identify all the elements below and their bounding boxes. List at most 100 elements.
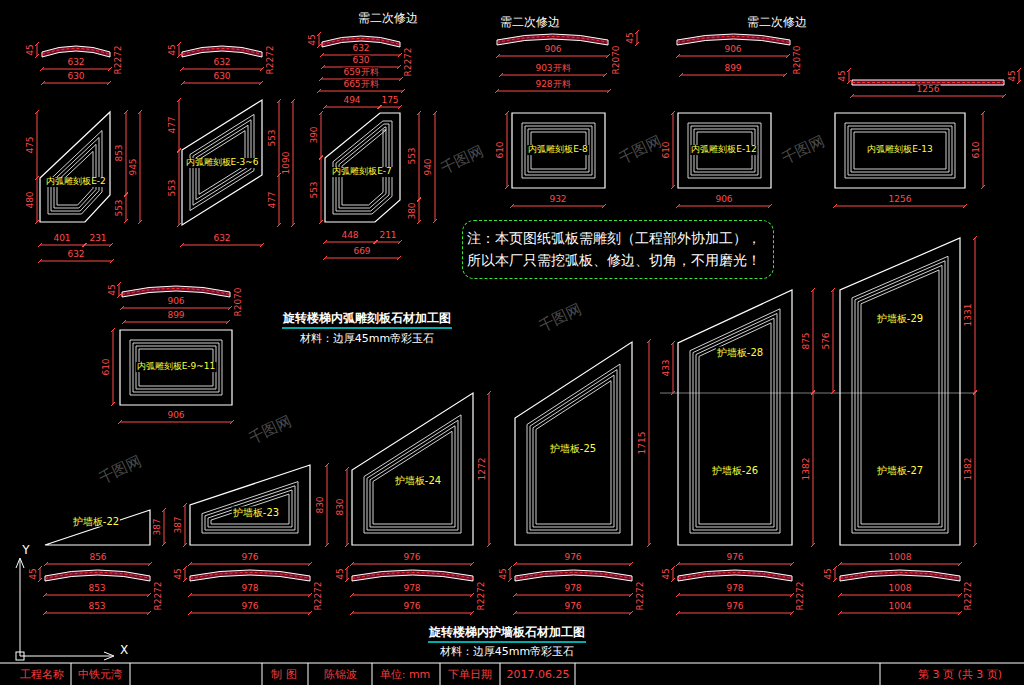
dimension: 978 [402, 584, 421, 593]
dimension-tick [790, 611, 794, 615]
dimension-line [515, 613, 631, 614]
dimension-tick [981, 111, 985, 115]
dimension: 830 [336, 497, 345, 516]
carved-profile [688, 123, 761, 178]
dimension-tick [180, 243, 184, 247]
dimension-tick [417, 197, 421, 201]
dimension-tick [183, 503, 187, 507]
dimension-tick [838, 611, 842, 615]
dimension-tick [260, 243, 264, 247]
dimension: 45 [662, 567, 671, 580]
dimension-tick [603, 73, 607, 77]
stone-panel: 护墙板-24 [352, 393, 473, 545]
dimension-tick [397, 65, 401, 69]
dimension: 45 [174, 567, 183, 580]
dimension-tick [831, 390, 835, 394]
dimension-line [37, 44, 38, 56]
dimension-tick [470, 611, 474, 615]
carved-profile [858, 265, 942, 527]
dimension: R2272 [964, 580, 973, 611]
note-box: 注：本页图纸弧板需雕刻（工程部外协加工）， 所以本厂只需挖弧板、修边、切角，不用… [462, 220, 774, 279]
carved-profile [696, 318, 774, 527]
dimension-line [637, 32, 638, 44]
title-block-line [308, 663, 309, 685]
dimension-tick [398, 240, 402, 244]
dimension-line [140, 112, 141, 222]
panel-edge [840, 238, 960, 545]
dimension: 906 [714, 195, 733, 204]
dimension-tick [117, 294, 121, 298]
title-block-line [130, 663, 131, 685]
dimension-tick [38, 259, 42, 263]
dimension-line [325, 107, 379, 108]
dimension-tick [487, 543, 491, 547]
panel-edge [352, 393, 473, 545]
dimension: R2272 [636, 580, 645, 611]
dimension-tick [188, 611, 192, 615]
dimension-line [40, 261, 112, 262]
dimension: 1715 [638, 431, 647, 456]
dimension: 475 [26, 135, 35, 154]
watermark: 千图网 [779, 133, 828, 166]
ucs-arrow [16, 558, 24, 568]
carved-profile [364, 415, 461, 533]
title-block-text: 工程名称 [19, 669, 65, 680]
title-block-line [440, 663, 441, 685]
dimension-line [185, 505, 186, 545]
dimension-tick [981, 185, 985, 189]
dimension-tick [958, 593, 962, 597]
dimension-line [497, 91, 609, 92]
dimension-tick [345, 543, 349, 547]
dimension: 1382 [802, 457, 811, 482]
dimension: 976 [402, 602, 421, 611]
dimension-line [85, 245, 111, 246]
dimension-tick [147, 611, 151, 615]
panel-edge [512, 113, 605, 188]
carved-profile [205, 486, 295, 530]
dimension-line [279, 101, 280, 175]
carved-profile [211, 494, 289, 524]
dimension-line [419, 200, 420, 222]
dimension-line [179, 44, 180, 56]
arc-hatch [42, 49, 110, 55]
dimension-tick [35, 42, 39, 46]
dimension-tick [374, 240, 378, 244]
dimension-line [37, 178, 38, 222]
title-block-text: 陈锦波 [323, 669, 358, 680]
dimension-line [325, 258, 399, 259]
dimension-tick [470, 593, 474, 597]
ucs-axis [20, 560, 21, 656]
dimension-line [179, 100, 180, 150]
dimension: 380 [408, 201, 417, 220]
arc-hatch [677, 37, 790, 43]
arc-hatch [852, 82, 1004, 83]
dimension-tick [629, 611, 633, 615]
dimension: 45 [499, 567, 508, 580]
dimension-line [489, 393, 490, 545]
dimension-line [840, 595, 960, 596]
dimension-line [42, 69, 110, 70]
dimension-tick [111, 402, 115, 406]
arc-hatch [182, 49, 262, 55]
dimension-tick [607, 89, 611, 93]
dimension: 630 [351, 56, 370, 65]
dimension-line [352, 613, 472, 614]
carved-profile [690, 309, 780, 533]
panel-name: 内弧雕刻板E-7 [331, 167, 393, 177]
ucs-axis [20, 656, 112, 657]
dimension-tick [35, 54, 39, 58]
stone-panel: 内弧雕刻板E-9~11 [120, 330, 232, 405]
dimension: R2272 [404, 46, 413, 77]
dimension-line [185, 568, 186, 580]
stone-panel: 护墙板-29护墙板-27 [840, 238, 960, 545]
dimension-tick [671, 341, 675, 345]
dimension-tick [43, 593, 47, 597]
dimension-tick [308, 593, 312, 597]
dimension: 1090 [282, 151, 291, 176]
dimension-line [40, 568, 41, 580]
dimension: 1272 [478, 457, 487, 482]
dimension: 976 [563, 553, 582, 562]
dimension-tick [188, 562, 192, 566]
dimension-tick [83, 243, 87, 247]
dimension-line [327, 465, 328, 545]
